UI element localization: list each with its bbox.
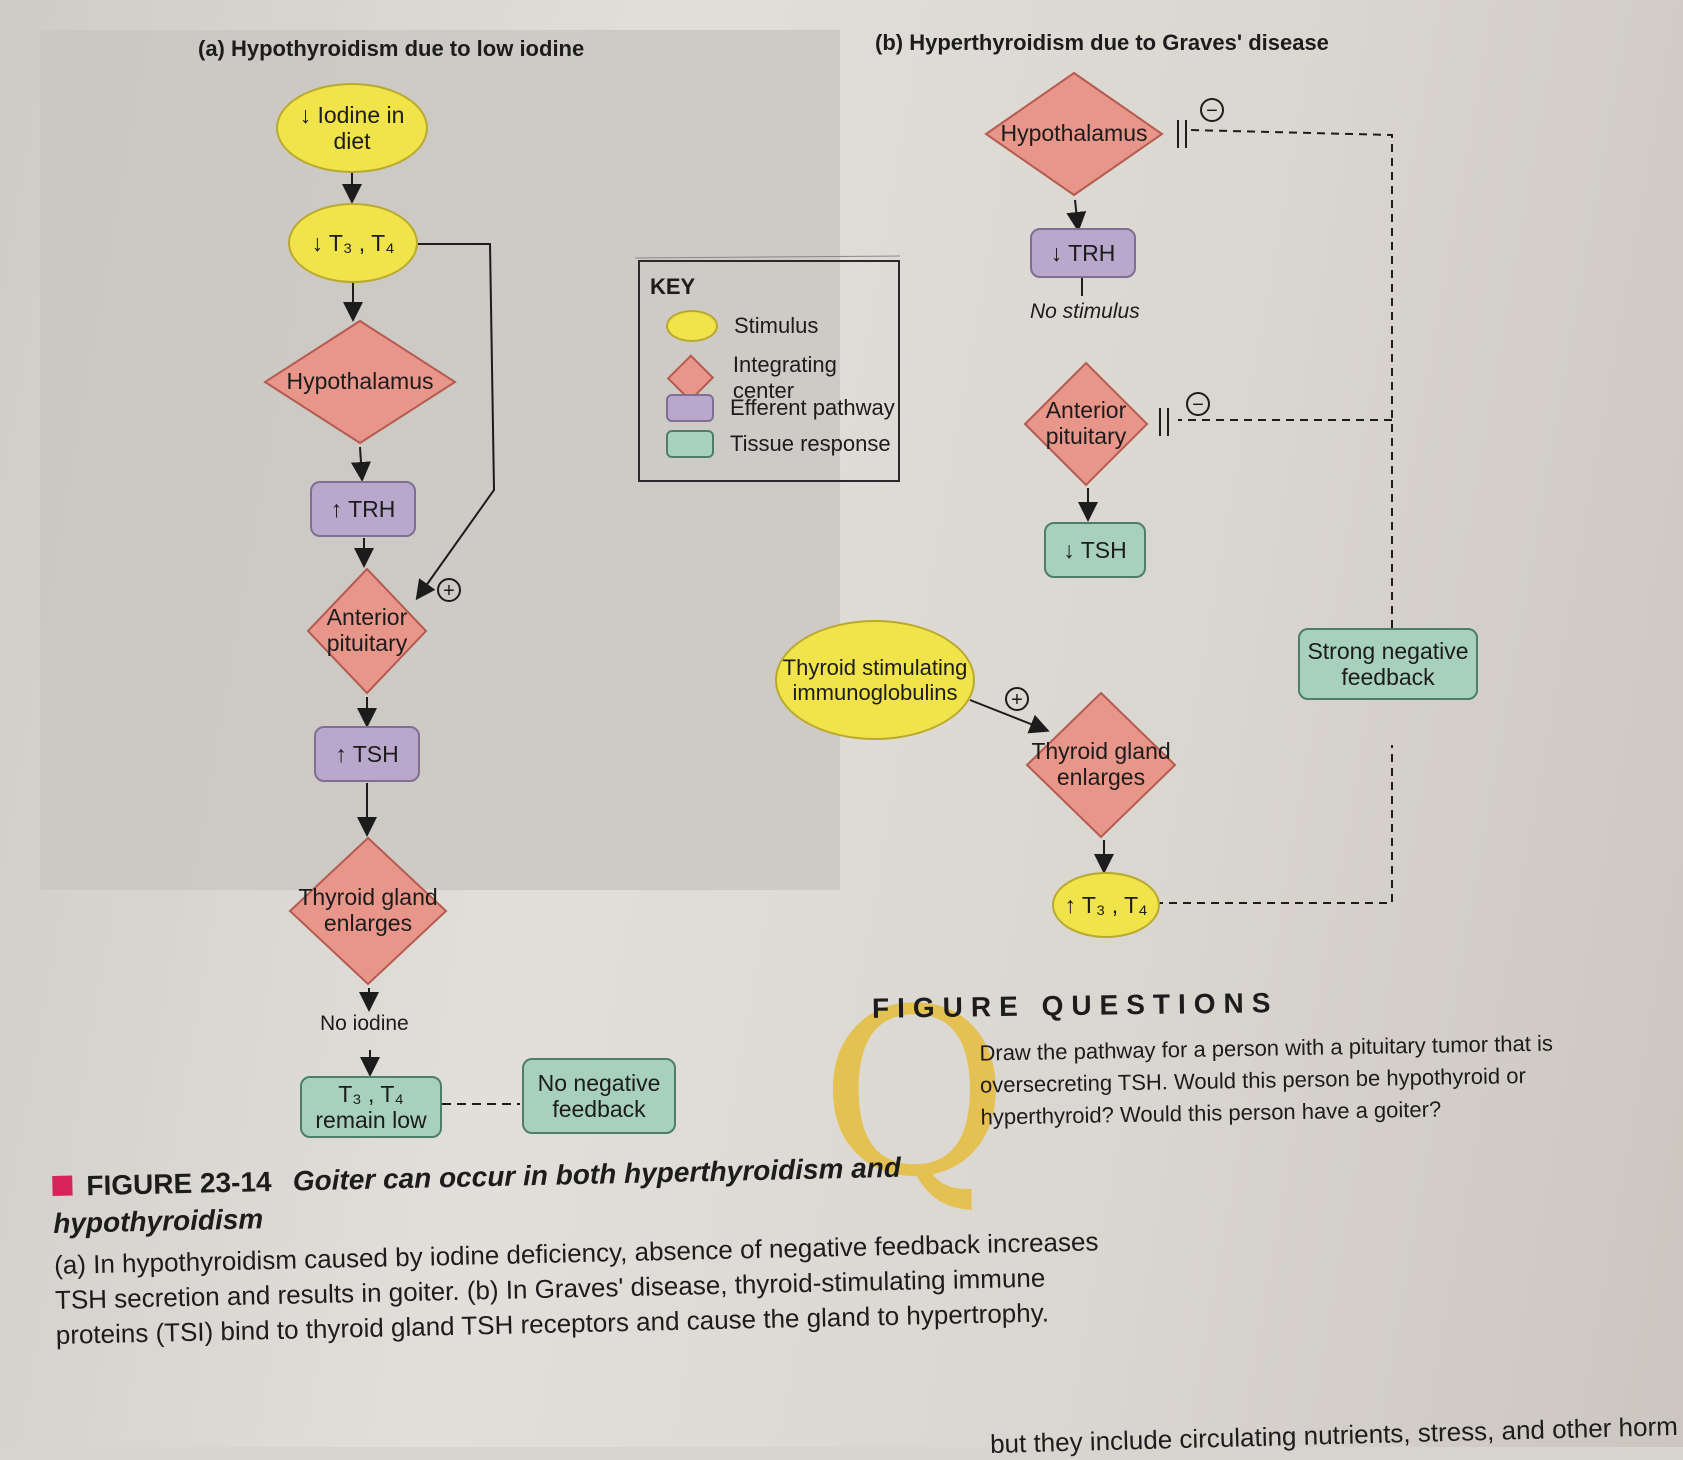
key-item-label: Efferent pathway <box>730 395 895 420</box>
figure-caption: FIGURE 23-14 Goiter can occur in both hy… <box>52 1144 1116 1352</box>
strong-negative-feedback: Strong negative feedback <box>1298 628 1478 700</box>
tsh-decrease: ↓ TSH <box>1044 522 1146 578</box>
anterior-pituitary-b: Anterior pituitary <box>1022 360 1150 488</box>
key-item-label: Tissue response <box>730 431 891 456</box>
diamond-shape <box>1023 361 1149 487</box>
thyroid-a-label: Thyroid gland enlarges <box>298 884 438 936</box>
positive-sign-b: + <box>1005 687 1029 711</box>
stimulus-swatch <box>666 310 718 342</box>
efferent-swatch <box>666 394 714 422</box>
key-title: KEY <box>650 274 696 299</box>
negative-sign-hypothalamus: − <box>1200 98 1224 122</box>
thyroid-b-label: Thyroid gland enlarges <box>1031 738 1171 790</box>
key-item-label: Stimulus <box>734 313 819 338</box>
tsh-increase: ↑ TSH <box>314 726 420 782</box>
trh-decrease: ↓ TRH <box>1030 228 1136 278</box>
key-item-stimulus: Stimulus <box>666 310 818 342</box>
diamond-shape <box>263 319 457 445</box>
figure-questions-body: Draw the pathway for a person with a pit… <box>979 1030 1554 1130</box>
thyroid-a: Thyroid gland enlarges <box>287 835 449 987</box>
hypothalamus-b: Hypothalamus <box>983 70 1165 198</box>
no-iodine-label: No iodine <box>320 1012 409 1035</box>
key-legend: KEY Stimulus Integrating center Efferent… <box>638 260 900 482</box>
thyroid-b: Thyroid gland enlarges <box>1024 690 1178 840</box>
key-item-integrating: Integrating center <box>666 352 898 404</box>
key-item-label: Integrating center <box>732 352 837 403</box>
tissue-swatch <box>666 430 714 458</box>
anterior-pituitary-a: Anterior pituitary <box>305 566 429 696</box>
figure-number: FIGURE 23-14 <box>86 1166 272 1202</box>
panel-a-title: (a) Hypothyroidism due to low iodine <box>198 36 585 61</box>
figure-questions-title: FIGURE QUESTIONS <box>871 987 1279 1024</box>
hypothalamus-b-label: Hypothalamus <box>1000 120 1148 147</box>
key-item-efferent: Efferent pathway <box>666 394 895 422</box>
diamond-shape <box>984 71 1164 197</box>
trh-increase: ↑ TRH <box>310 481 416 537</box>
tsi-stimulus: Thyroid stimulating immunoglobulins <box>775 620 975 740</box>
diamond-shape <box>1025 691 1177 839</box>
t3-t4-remain-low: T₃ , T₄ remain low <box>300 1076 442 1138</box>
hypothalamus-a-label: Hypothalamus <box>286 368 434 395</box>
positive-sign-a: + <box>437 578 461 602</box>
negative-sign-pituitary: − <box>1186 392 1210 416</box>
no-negative-feedback: No negative feedback <box>522 1058 676 1134</box>
diamond-shape <box>306 567 428 695</box>
panel-a-background <box>40 30 840 890</box>
anterior-pituitary-b-label: Anterior pituitary <box>1045 397 1127 449</box>
no-stimulus-label: No stimulus <box>1030 300 1140 323</box>
key-item-tissue: Tissue response <box>666 430 891 458</box>
t3-t4-increase: ↑ T₃ , T₄ <box>1052 872 1160 938</box>
t3-t4-decrease: ↓ T₃ , T₄ <box>288 203 418 283</box>
diamond-shape <box>288 836 448 986</box>
q-logo-icon: Q <box>820 961 1009 1228</box>
anterior-pituitary-a-label: Anterior pituitary <box>326 604 408 656</box>
hypothalamus-a: Hypothalamus <box>262 318 458 446</box>
iodine-stimulus: ↓ Iodine in diet <box>276 83 428 173</box>
figure-marker-icon <box>52 1175 73 1196</box>
panel-b-title: (b) Hyperthyroidism due to Graves' disea… <box>875 30 1329 55</box>
